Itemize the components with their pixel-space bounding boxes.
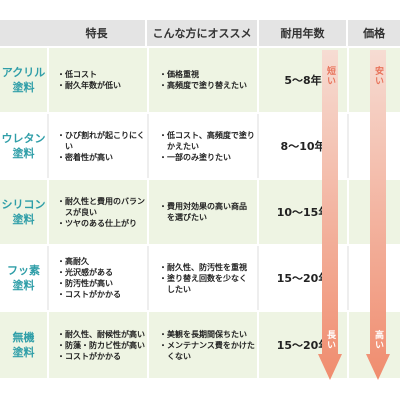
header-price: 価格 bbox=[348, 20, 400, 46]
paint-name: 無機 塗料 bbox=[12, 331, 35, 359]
feature-item: ・耐久性と費用のバランスが良い bbox=[56, 196, 145, 217]
feature-item: ・防藻・防カビ性が高い bbox=[56, 340, 145, 350]
durability-short-label: 短い bbox=[325, 66, 335, 86]
header-recommended: こんな方にオススメ bbox=[147, 20, 257, 46]
durability-long-label: 長い bbox=[325, 330, 335, 350]
features-cell: ・高耐久 ・光沢感がある ・防汚性が高い ・コストがかかる bbox=[49, 246, 147, 310]
header-row: 特長 こんな方にオススメ 耐用年数 価格 bbox=[0, 20, 400, 46]
feature-item: ・ツヤのある仕上がり bbox=[56, 218, 137, 228]
durability-years: 10〜15年 bbox=[276, 206, 330, 219]
header-blank bbox=[0, 20, 48, 46]
recommended-item: ・塗り替え回数を少なくしたい bbox=[159, 273, 248, 294]
durability-years: 8〜10年 bbox=[280, 140, 326, 153]
paint-name: シリコン 塗料 bbox=[1, 198, 46, 226]
recommended-item: ・高頻度で塗り替えたい bbox=[159, 81, 248, 90]
feature-item: ・高耐久 bbox=[56, 257, 89, 266]
paint-name: アクリル 塗料 bbox=[1, 66, 46, 94]
recommended-cell: ・費用対効果の高い商品を選びたい bbox=[149, 180, 257, 244]
recommended-item: ・費用対効果の高い商品を選びたい bbox=[159, 202, 248, 222]
header-features: 特長 bbox=[47, 20, 146, 46]
features-cell: ・ひび割れが起こりにくい ・密着性が高い bbox=[49, 114, 147, 178]
feature-item: ・光沢感がある bbox=[56, 268, 113, 277]
feature-item: ・耐久性、耐候性が高い bbox=[56, 329, 145, 339]
feature-item: ・ひび割れが起こりにくい bbox=[56, 130, 145, 151]
recommended-item: ・低コスト、高頻度で塗りかえたい bbox=[159, 130, 255, 151]
features-cell: ・低コスト ・耐久年数が低い bbox=[49, 48, 147, 112]
recommended-item: ・一部のみ塗りたい bbox=[159, 152, 232, 162]
durability-years: 15〜20年 bbox=[276, 339, 330, 352]
recommended-item: ・価格重視 bbox=[159, 70, 200, 79]
price-cheap-label: 安い bbox=[373, 66, 383, 86]
feature-item: ・コストがかかる bbox=[56, 290, 121, 299]
durability-years: 15〜20年 bbox=[276, 272, 330, 285]
recommended-cell: ・低コスト、高頻度で塗りかえたい ・一部のみ塗りたい bbox=[149, 114, 257, 178]
paint-name: フッ素 塗料 bbox=[7, 264, 40, 292]
durability-years: 5〜8年 bbox=[284, 74, 322, 87]
recommended-cell: ・価格重視 ・高頻度で塗り替えたい bbox=[149, 48, 257, 112]
feature-item: ・低コスト bbox=[56, 70, 97, 79]
price-expensive-label: 高い bbox=[373, 330, 383, 350]
recommended-cell: ・耐久性、防汚性を重視 ・塗り替え回数を少なくしたい bbox=[149, 246, 257, 310]
features-cell: ・耐久性、耐候性が高い ・防藻・防カビ性が高い ・コストがかかる bbox=[49, 312, 147, 378]
feature-item: ・コストがかかる bbox=[56, 351, 121, 361]
recommended-item: ・耐久性、防汚性を重視 bbox=[159, 262, 248, 272]
price-arrow-icon bbox=[366, 50, 390, 380]
durability-arrow-icon bbox=[318, 50, 342, 380]
feature-item: ・耐久年数が低い bbox=[56, 81, 121, 90]
features-cell: ・耐久性と費用のバランスが良い ・ツヤのある仕上がり bbox=[49, 180, 147, 244]
header-durability: 耐用年数 bbox=[258, 20, 347, 46]
recommended-item: ・メンテナンス費をかけたくない bbox=[159, 340, 255, 361]
paint-name: ウレタン 塗料 bbox=[1, 132, 46, 160]
feature-item: ・密着性が高い bbox=[56, 152, 113, 162]
feature-item: ・防汚性が高い bbox=[56, 279, 113, 288]
recommended-item: ・美観を長期間保ちたい bbox=[159, 329, 248, 339]
recommended-cell: ・美観を長期間保ちたい ・メンテナンス費をかけたくない bbox=[149, 312, 257, 378]
